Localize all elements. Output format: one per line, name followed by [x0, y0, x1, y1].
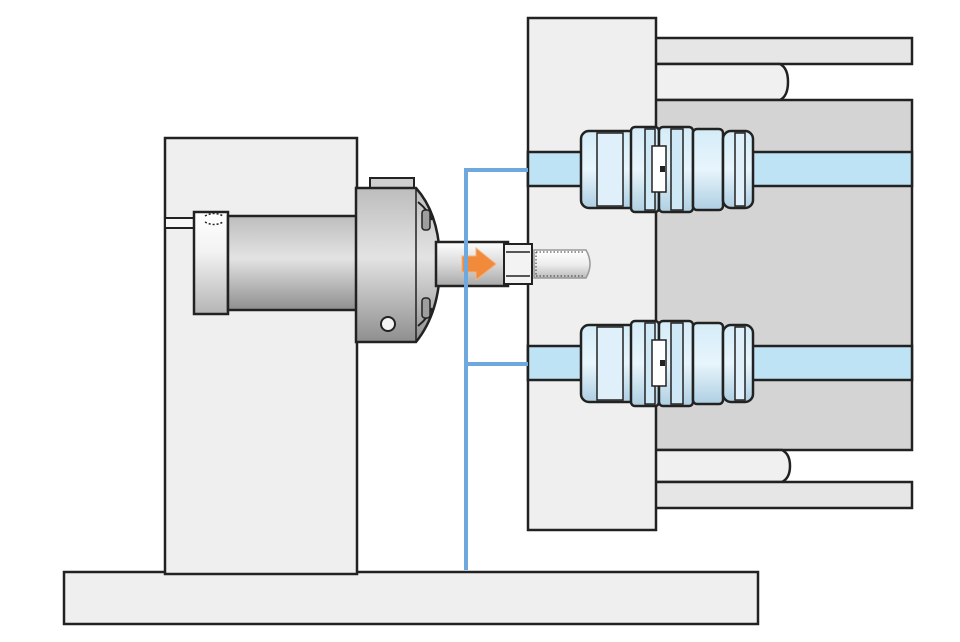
drive-cylinder — [164, 210, 360, 316]
upper-rail-bracket — [648, 62, 790, 102]
threaded-bolt — [533, 249, 591, 279]
cylinder-body — [226, 214, 360, 312]
head-bolt-hole — [380, 316, 396, 332]
lower-tie-bar-nut — [579, 319, 755, 408]
injection-head — [354, 177, 442, 344]
machine-base — [62, 570, 760, 626]
lower-frame-rail — [648, 480, 914, 510]
frame-assembly — [648, 36, 914, 510]
nozzle-tip — [503, 243, 533, 285]
support-column — [163, 136, 359, 576]
lower-tie-bar-end — [526, 344, 586, 382]
upper-frame-rail — [648, 36, 914, 66]
drive-shaft — [164, 217, 198, 229]
signal-line — [464, 168, 528, 570]
lower-rail-bracket — [648, 448, 792, 484]
upper-tie-bar-end — [526, 150, 586, 188]
upper-tie-bar-nut — [579, 125, 755, 214]
cylinder-collar — [192, 210, 230, 316]
